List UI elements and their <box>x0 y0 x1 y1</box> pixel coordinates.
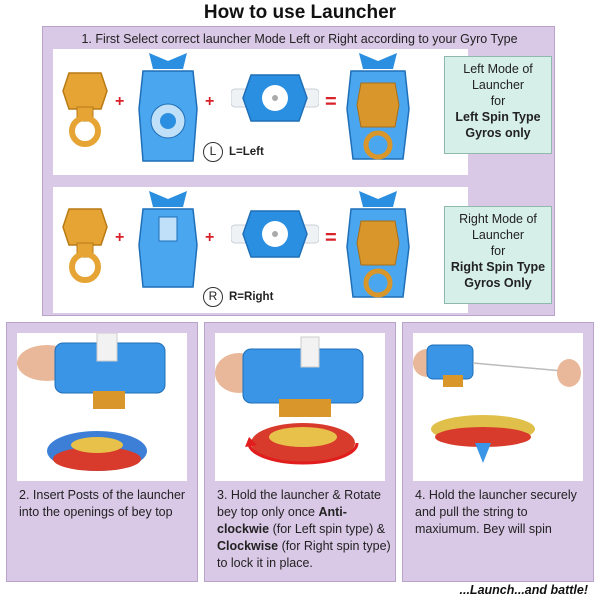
step3-clockwise: Clockwise <box>217 539 279 553</box>
step1-instruction: 1. First Select correct launcher Mode Le… <box>81 32 518 46</box>
plus-sign: + <box>205 229 215 246</box>
right-mode-assembly: + + R R=Right = <box>53 187 468 313</box>
left-box-line-bold: Left Spin Type <box>455 110 541 124</box>
step3-text-part: (for Right spin type) to lock it in plac… <box>217 539 391 570</box>
blue-launcher-body-icon <box>138 53 198 162</box>
right-mode-caption: R=Right <box>229 291 274 303</box>
left-box-line: Left Mode of <box>463 62 533 76</box>
step4-photo <box>413 333 583 481</box>
right-box-line-bold: Right Spin Type <box>450 260 546 274</box>
blue-launcher-body-icon <box>138 191 198 288</box>
left-box-line: Launcher <box>471 78 525 92</box>
assembled-right-launcher-icon <box>346 191 410 298</box>
rotate-bey-illustration-icon <box>215 333 385 481</box>
insert-posts-illustration-icon <box>17 333 187 481</box>
step3-photo <box>215 333 385 481</box>
plus-sign: + <box>205 93 215 110</box>
left-mode-assembly: + + L L=Left = <box>53 49 468 175</box>
plus-sign: + <box>115 93 125 110</box>
left-box-line: for <box>490 94 506 108</box>
step3-text-part: (for Left spin type) & <box>269 522 386 536</box>
right-box-line: Right Mode of <box>459 212 537 226</box>
blue-winder-piece-icon <box>231 210 319 258</box>
assembled-left-launcher-icon <box>346 53 410 160</box>
step4-panel: 4. Hold the launcher securely and pull t… <box>402 322 594 582</box>
gold-ripcord-part-icon <box>62 208 108 283</box>
equals-sign: = <box>325 227 337 249</box>
pull-string-illustration-icon <box>413 333 583 481</box>
right-box-line-bold: Gyros Only <box>464 276 532 290</box>
plus-sign: + <box>115 229 125 246</box>
left-mode-indicator-icon: L <box>203 142 223 162</box>
step3-anticlockwise: Anti-clockwie <box>217 505 347 536</box>
page-title: How to use Launcher <box>203 2 397 23</box>
launcher-mode-panel: 1. First Select correct launcher Mode Le… <box>42 26 555 316</box>
step2-panel: 2. Insert Posts of the launcher into the… <box>6 322 198 582</box>
step2-text: 2. Insert Posts of the launcher into the… <box>19 488 186 519</box>
left-mode-caption: L=Left <box>229 146 264 158</box>
right-box-line: for <box>490 244 506 258</box>
launch-battle-footer: ...Launch...and battle! <box>459 583 588 597</box>
step2-photo <box>17 333 187 481</box>
gold-ripcord-part-icon <box>62 72 108 147</box>
step3-text: 3. Hold the launcher & Rotate bey top on… <box>217 487 393 572</box>
left-mode-info-box: Left Mode of Launcher for Left Spin Type… <box>444 56 552 154</box>
right-box-line: Launcher <box>471 228 525 242</box>
right-mode-info-box: Right Mode of Launcher for Right Spin Ty… <box>444 206 552 304</box>
step3-panel: 3. Hold the launcher & Rotate bey top on… <box>204 322 396 582</box>
blue-winder-piece-icon <box>231 74 319 122</box>
right-mode-indicator-icon: R <box>203 287 223 307</box>
step3-text-part: 3. Hold the launcher & Rotate bey top on… <box>217 488 381 519</box>
step4-text: 4. Hold the launcher securely and pull t… <box>415 488 577 536</box>
left-box-line-bold: Gyros only <box>465 126 531 140</box>
equals-sign: = <box>325 91 337 113</box>
